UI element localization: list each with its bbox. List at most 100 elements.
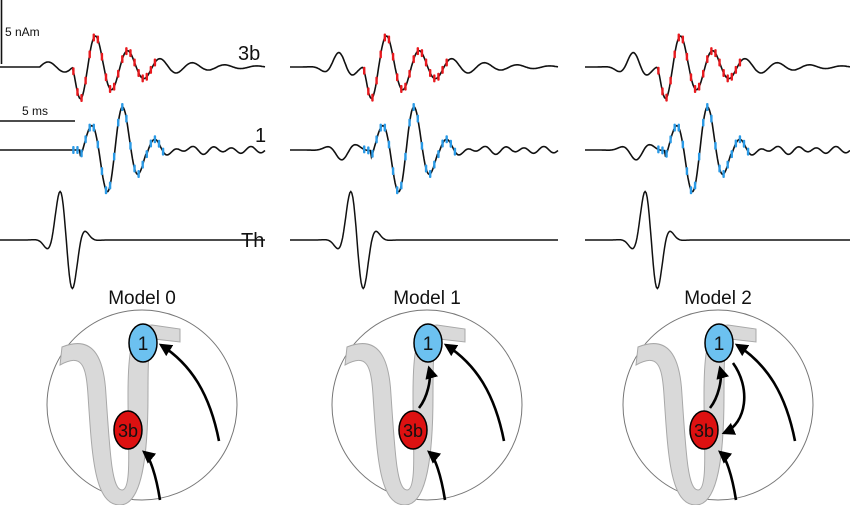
node-area-3b: 3b	[398, 410, 428, 450]
node-area-1: 1	[128, 323, 158, 363]
model-2-waveform-panel	[585, 33, 850, 290]
data-point-3b	[121, 55, 124, 64]
data-point-3b	[375, 76, 378, 85]
data-point-1	[661, 146, 664, 155]
data-point-3b	[391, 52, 395, 61]
data-point-3b	[677, 33, 680, 42]
data-point-3b	[718, 58, 721, 67]
data-point-1	[420, 141, 424, 150]
data-point-3b	[726, 74, 729, 83]
data-point-3b	[96, 35, 100, 44]
cortex-fold	[635, 324, 757, 505]
data-point-3b	[714, 49, 717, 58]
data-point-1	[428, 170, 432, 179]
data-point-3b	[697, 82, 701, 91]
data-point-1	[157, 139, 161, 148]
data-point-1	[738, 135, 742, 144]
data-point-3b	[738, 58, 742, 67]
data-point-3b	[420, 49, 424, 58]
data-point-3b	[80, 93, 83, 102]
data-point-3b	[396, 73, 399, 82]
data-point-1	[742, 139, 746, 148]
data-point-1	[657, 145, 660, 154]
data-point-3b	[371, 93, 374, 102]
node-area-3b: 3b	[113, 410, 143, 450]
time-scale-bar: 5 ms	[0, 104, 75, 122]
data-point-1	[108, 181, 112, 190]
data-point-1	[689, 186, 693, 195]
trace-1-model	[0, 105, 266, 193]
data-point-1	[404, 152, 407, 161]
data-point-3b	[88, 50, 91, 59]
data-point-1	[391, 167, 395, 176]
node-3b-ellipse	[113, 410, 143, 450]
data-point-1	[112, 152, 116, 161]
data-point-1	[153, 135, 157, 144]
data-point-1	[104, 186, 108, 195]
data-point-1	[449, 139, 452, 148]
data-point-1	[396, 186, 399, 195]
model-1-diagram: 1 3b	[331, 309, 523, 505]
data-point-1	[718, 164, 721, 173]
amplitude-scale-bar: 5 nAm	[0, 0, 40, 64]
data-point-1	[76, 146, 79, 154]
node-area-1: 1	[413, 323, 443, 363]
model-0-diagram: 1 3b	[46, 309, 238, 505]
data-point-3b	[92, 33, 95, 42]
amplitude-scale-label: 5 nAm	[5, 25, 40, 39]
data-point-1	[100, 167, 104, 176]
data-point-3b	[100, 52, 104, 61]
data-point-3b	[665, 93, 668, 102]
model-0-waveform-panel	[0, 33, 266, 290]
data-point-1	[145, 150, 148, 159]
node-1-label: 1	[423, 334, 434, 355]
arrow-th-to-3b	[718, 450, 738, 501]
data-point-1	[453, 147, 457, 156]
arrow-th-to-1	[158, 343, 221, 442]
data-point-3b	[117, 69, 120, 78]
data-point-1	[92, 123, 95, 132]
trace-1-model	[290, 105, 559, 193]
data-point-1	[714, 141, 717, 150]
node-3b-ellipse	[689, 410, 719, 450]
data-point-3b	[702, 69, 705, 78]
arrow-th-to-1	[734, 343, 797, 442]
connections	[708, 343, 797, 501]
trace-3b-model	[0, 35, 266, 100]
data-point-1	[400, 181, 403, 190]
data-point-3b	[673, 50, 676, 59]
data-point-1	[730, 150, 733, 159]
data-point-3b	[412, 55, 415, 64]
data-point-1	[746, 147, 750, 156]
data-point-3b	[685, 52, 689, 61]
data-point-3b	[72, 67, 75, 76]
data-point-3b	[133, 58, 136, 67]
data-point-1	[149, 139, 153, 148]
model-2-diagram: 13b	[622, 309, 814, 505]
data-point-1	[702, 118, 705, 127]
arrow-th-to-1	[443, 343, 506, 442]
data-point-1	[121, 102, 124, 111]
node-3b-label: 3b	[118, 421, 138, 441]
node-3b-ellipse	[398, 410, 428, 450]
data-point-3b	[84, 76, 87, 85]
arrow-th-to-3b	[427, 450, 447, 501]
time-scale-label: 5 ms	[22, 104, 48, 118]
data-point-1	[441, 139, 444, 148]
model-1-title: Model 1	[393, 288, 461, 309]
data-point-1	[96, 140, 100, 149]
data-point-3b	[428, 68, 432, 77]
data-point-1	[387, 140, 391, 149]
trace-label-1: 1	[255, 125, 266, 147]
node-1-label: 1	[138, 334, 149, 355]
model-0-title: Model 0	[108, 288, 176, 309]
trace-th-input	[0, 190, 265, 290]
data-point-3b	[141, 74, 144, 83]
data-point-3b	[441, 65, 444, 74]
data-point-1	[424, 164, 428, 173]
connections	[142, 343, 221, 501]
data-point-1	[125, 114, 128, 123]
data-point-1	[416, 114, 420, 123]
trace-3b-model	[585, 35, 850, 100]
